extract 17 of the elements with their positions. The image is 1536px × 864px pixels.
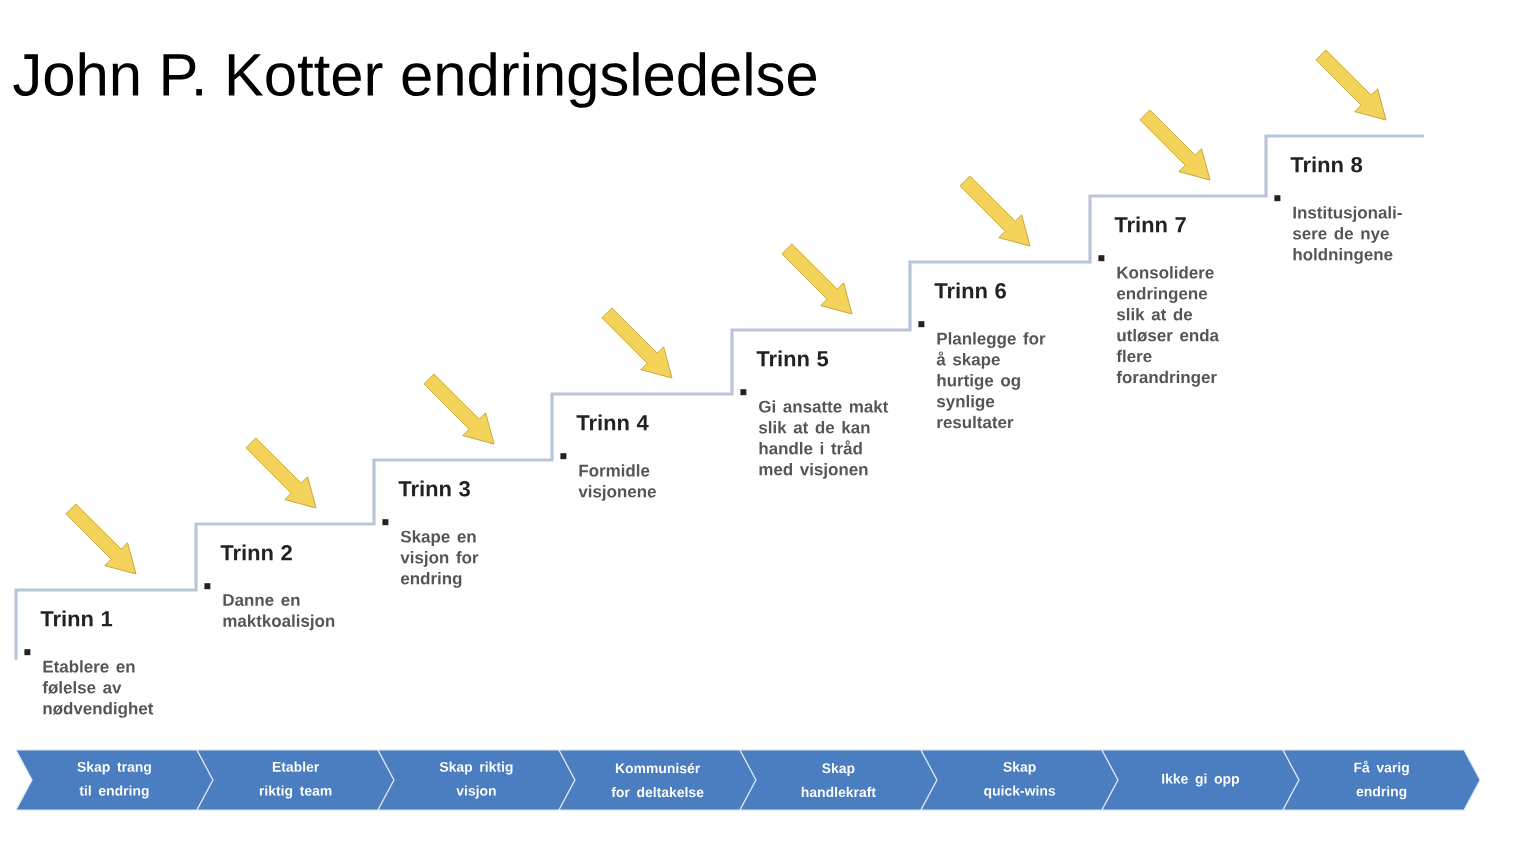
- step-text: Institusjonali- sere de nye holdningene: [1292, 206, 1402, 264]
- step-text: Planlegge for å skape hurtige og synlige resultater: [936, 332, 1046, 429]
- step-heading: Trinn 6: [934, 282, 1006, 299]
- step-heading: Trinn 2: [220, 544, 292, 561]
- step-heading: Trinn 4: [576, 414, 649, 431]
- step-heading: Trinn 1: [40, 610, 113, 627]
- step-text: Formidle visjonene: [578, 464, 656, 501]
- step-heading: Trinn 7: [1114, 216, 1186, 233]
- step-text: Danne en maktkoalisjon: [223, 594, 335, 631]
- step-text: Etablere en følelse av nødvendighet: [42, 660, 154, 718]
- step-text: Skape en visjon for endring: [400, 530, 479, 588]
- step-heading: Trinn 3: [398, 480, 470, 497]
- step-heading: Trinn 8: [1290, 156, 1363, 173]
- title: John P. Kotter endringsledelse: [13, 52, 816, 108]
- step-text: Konsolidere endringene slik at de utløser enda flere forandringer: [1116, 266, 1220, 387]
- step-text: Gi ansatte makt slik at de kan handle i tråd med visjonen: [758, 400, 889, 479]
- step-heading: Trinn 5: [756, 350, 829, 367]
